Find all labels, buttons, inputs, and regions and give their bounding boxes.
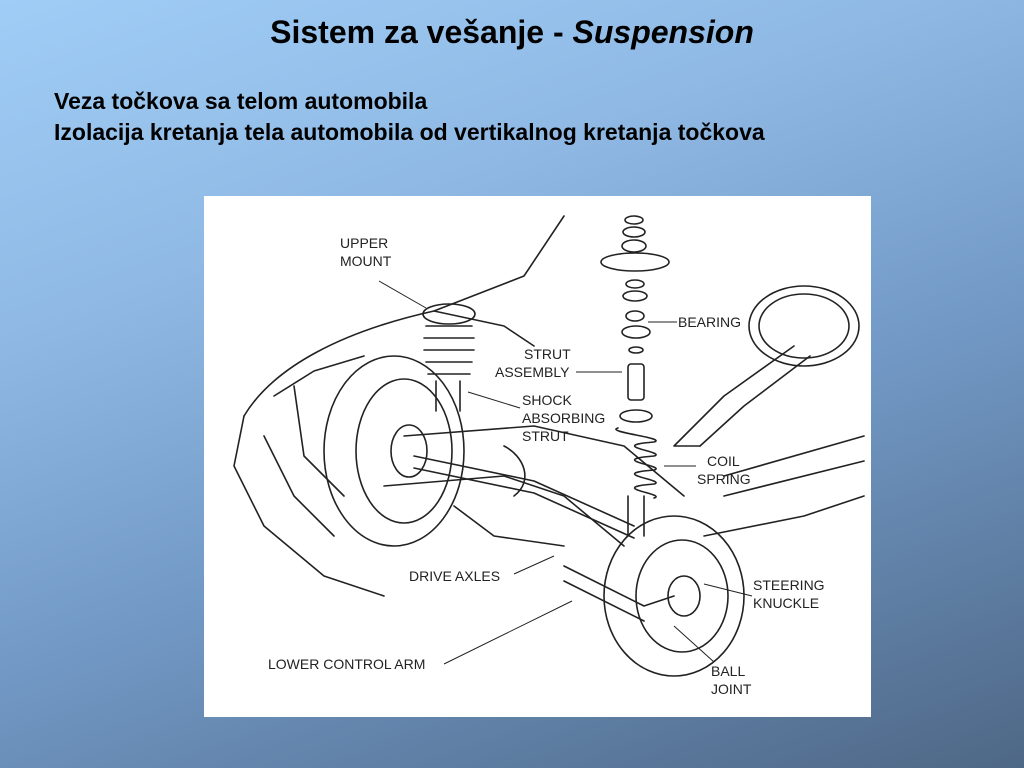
bullet-item-2: Izolacija kretanja tela automobila od ve… xyxy=(54,119,765,145)
label-shock-2: ABSORBING xyxy=(522,410,605,426)
label-steering-1: STEERING xyxy=(753,577,825,593)
label-shock-1: SHOCK xyxy=(522,392,572,408)
suspension-diagram: UPPER MOUNT BEARING STRUT ASSEMBLY SHOCK… xyxy=(204,196,871,717)
label-upper-mount-1: UPPER xyxy=(340,235,388,251)
label-lower-control-arm: LOWER CONTROL ARM xyxy=(268,656,425,672)
label-coil-2: SPRING xyxy=(697,471,751,487)
title-italic: Suspension xyxy=(572,14,754,50)
label-bearing: BEARING xyxy=(678,314,741,330)
label-strut-assembly-1: STRUT xyxy=(524,346,571,362)
label-drive-axles: DRIVE AXLES xyxy=(409,568,500,584)
label-ball-2: JOINT xyxy=(711,681,752,697)
label-ball-1: BALL xyxy=(711,663,745,679)
label-coil-1: COIL xyxy=(707,453,740,469)
suspension-illustration: UPPER MOUNT BEARING STRUT ASSEMBLY SHOCK… xyxy=(233,215,865,697)
bullet-list: Veza točkova sa telom automobila Izolaci… xyxy=(54,86,765,148)
label-strut-assembly-2: ASSEMBLY xyxy=(495,364,570,380)
slide-title: Sistem za vešanje - Suspension xyxy=(0,14,1024,51)
label-shock-3: STRUT xyxy=(522,428,569,444)
label-steering-2: KNUCKLE xyxy=(753,595,819,611)
title-main: Sistem za vešanje - xyxy=(270,14,573,50)
label-upper-mount-2: MOUNT xyxy=(340,253,392,269)
bullet-item-1: Veza točkova sa telom automobila xyxy=(54,88,428,114)
